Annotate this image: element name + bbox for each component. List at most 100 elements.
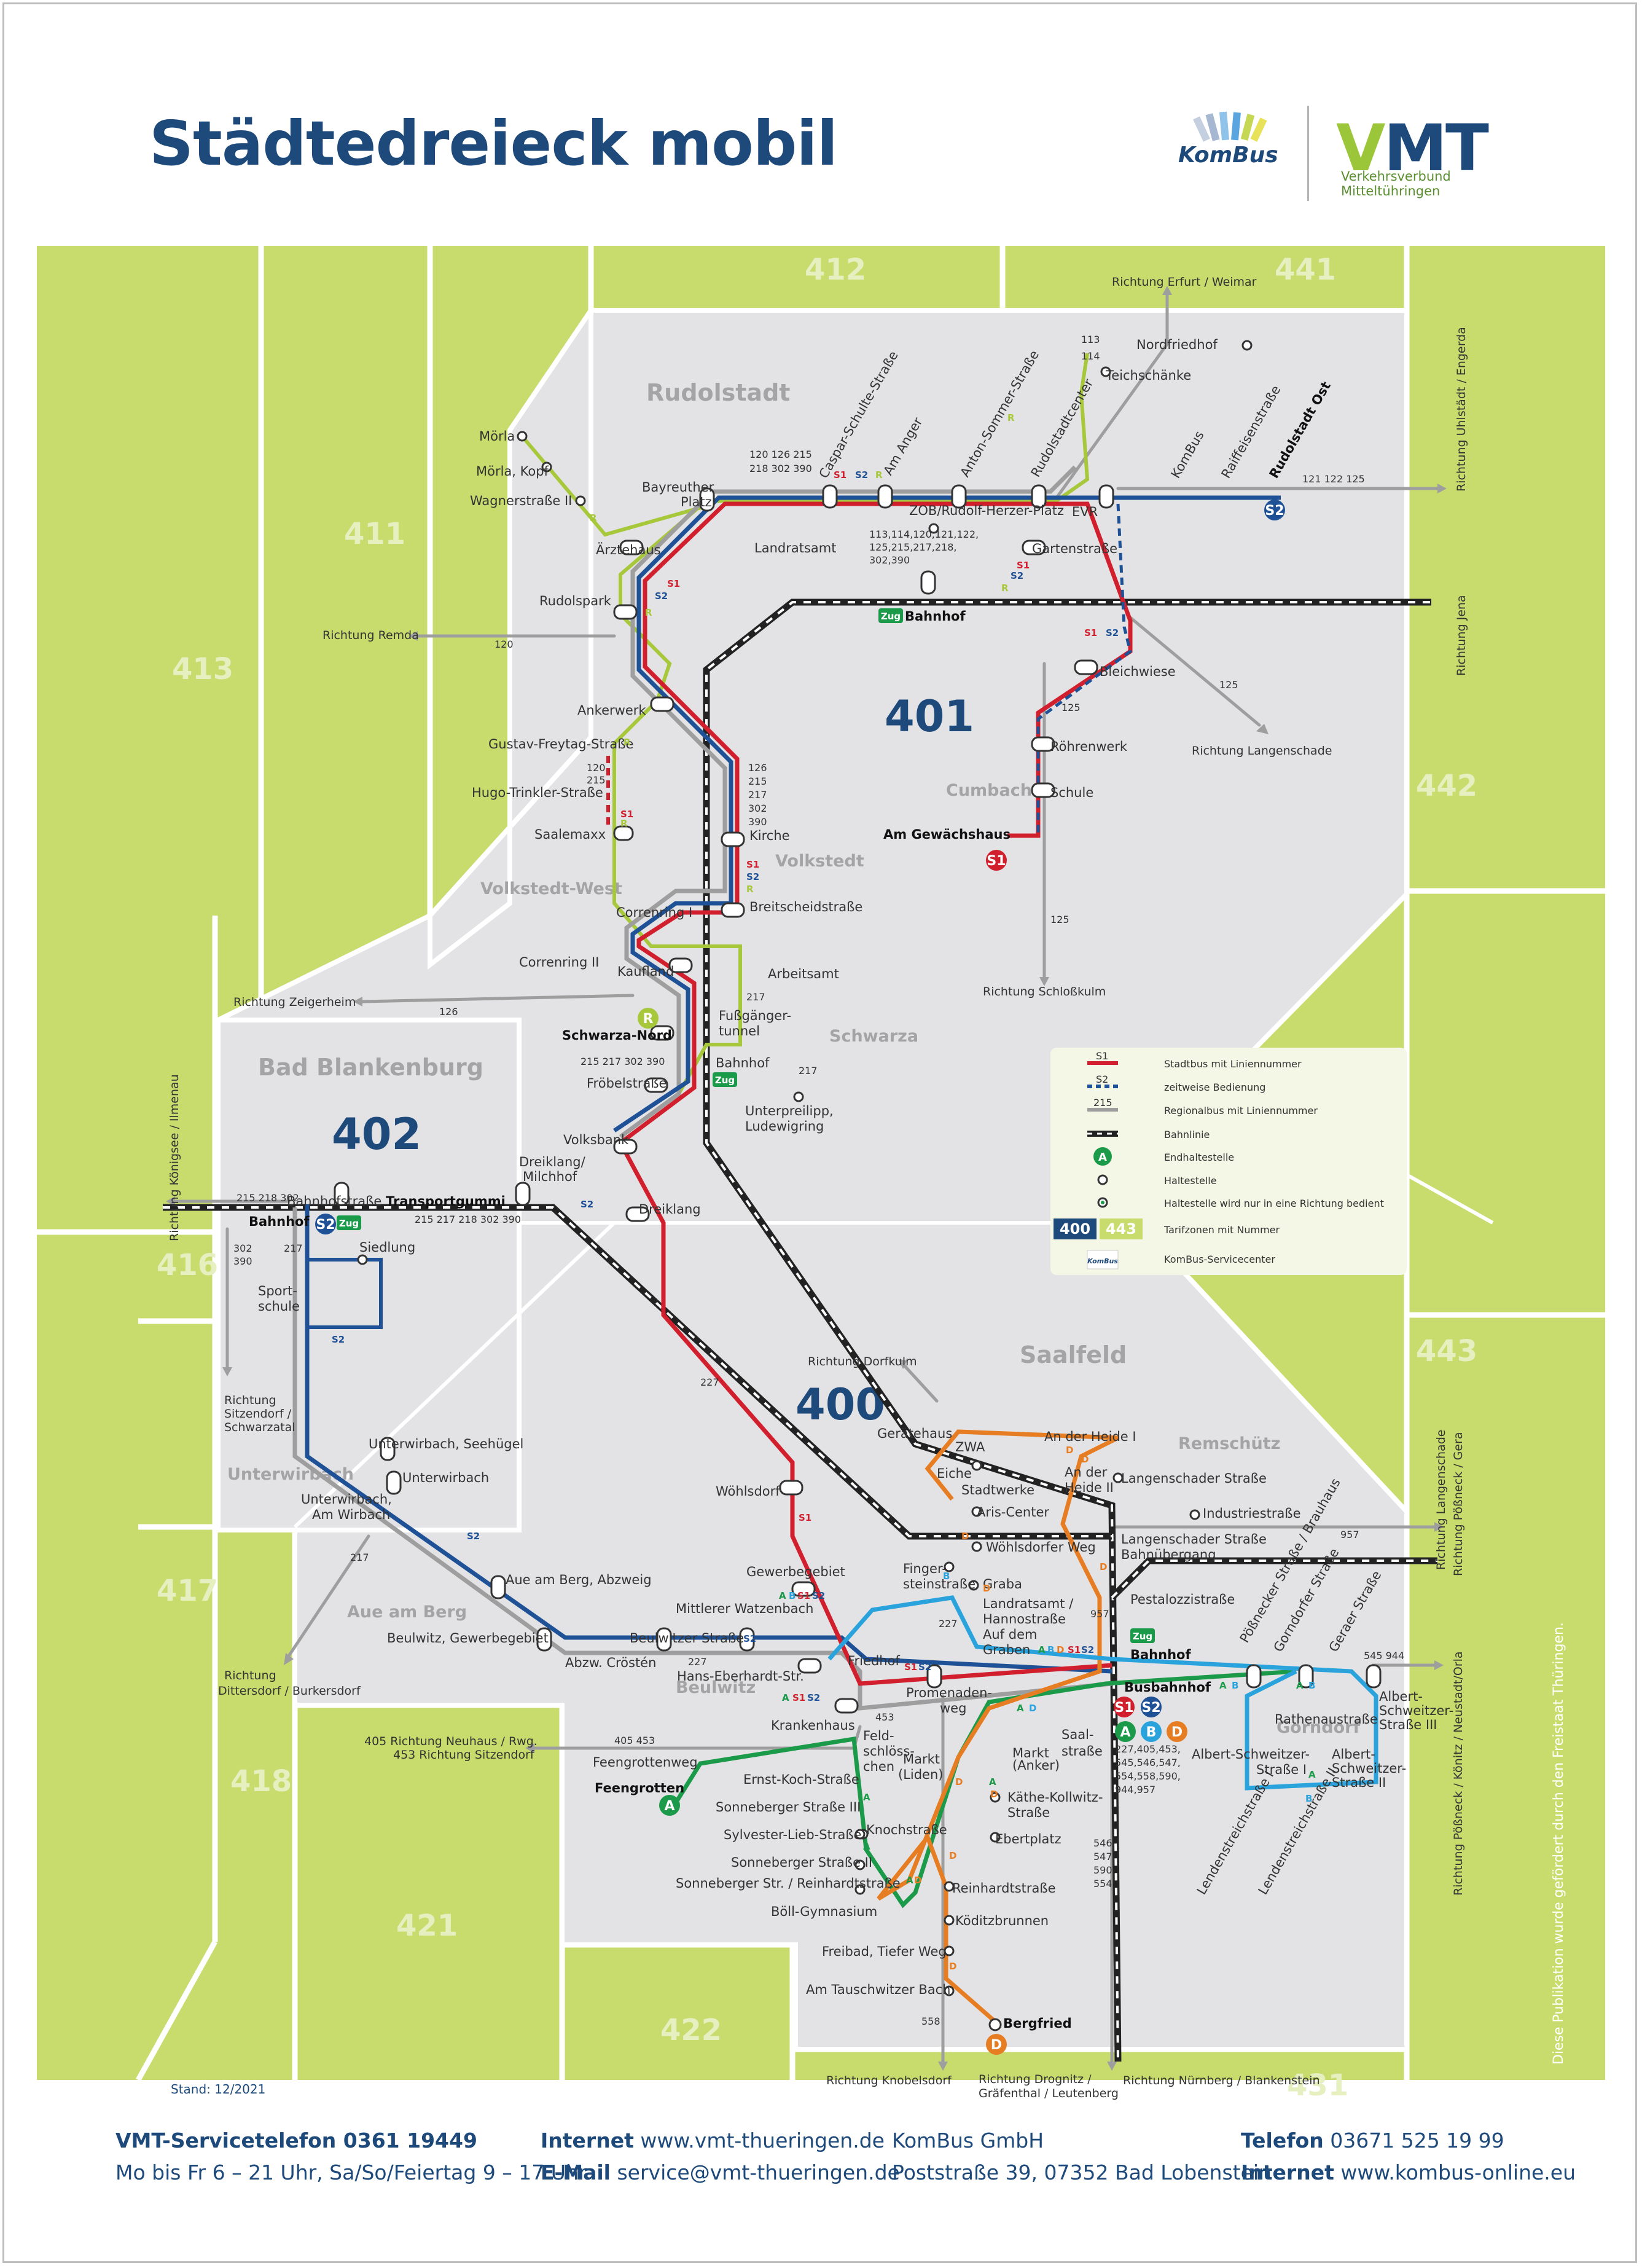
stop-gewerbegebiet: Gewerbegebiet xyxy=(746,1564,845,1579)
stop-unterwirbach-seeh: Unterwirbach, Seehügel xyxy=(369,1437,523,1451)
funding-note: Diese Publikation wurde gefördert durch … xyxy=(1551,1622,1566,2065)
dir-schlosskulm: Richtung Schloßkulm xyxy=(983,985,1106,999)
stop-albert1-1: Albert-Schweitzer- xyxy=(1192,1747,1310,1762)
stop-eiche: Eiche xyxy=(937,1466,972,1481)
svg-text:215: 215 xyxy=(587,774,606,786)
area-gorndorf: Gorndorf xyxy=(1276,1718,1360,1737)
stop-rudolspark: Rudolspark xyxy=(539,594,612,608)
svg-text:S2: S2 xyxy=(332,1334,345,1345)
svg-text:A: A xyxy=(779,1590,786,1601)
stop-roehrenwerk: Röhrenwerk xyxy=(1050,739,1128,754)
stop-an-der-heide1: An der Heide I xyxy=(1044,1429,1136,1444)
vmt-email-link[interactable]: service@vmt-thueringen.de xyxy=(617,2160,900,2184)
svg-text:590: 590 xyxy=(1093,1864,1112,1876)
stop-unterpreilipp-1: Unterpreilipp, xyxy=(745,1104,834,1118)
area-volkstedt-west: Volkstedt-West xyxy=(480,879,622,898)
svg-text:A: A xyxy=(1038,1644,1046,1655)
stop-landratsamt-sa-3: Auf dem xyxy=(983,1627,1037,1642)
stop-kaufland: Kaufland xyxy=(617,964,674,979)
dir-nuernberg: Richtung Nürnberg / Blankenstein xyxy=(1123,2074,1320,2087)
zone-413: 413 xyxy=(172,652,233,686)
direction-labels: Richtung Erfurt / Weimar Richtung Remda … xyxy=(168,275,1468,2100)
svg-text:558: 558 xyxy=(921,2015,940,2027)
area-labels: Rudolstadt Bad Blankenburg Saalfeld Volk… xyxy=(227,379,1360,1737)
stop-schule: Schule xyxy=(1050,785,1093,800)
stop-markers xyxy=(357,340,1253,2031)
legend-servicecenter: KomBus-Servicecenter xyxy=(1164,1254,1275,1265)
svg-text:227,405,453,: 227,405,453, xyxy=(1115,1743,1181,1755)
route-numbers: 120 126 215 218 302 390 113,114,120,121,… xyxy=(233,334,1404,2027)
svg-text:D: D xyxy=(1171,1725,1183,1740)
stop-ernst: Ernst-Koch-Straße xyxy=(743,1772,859,1787)
stop-fussgaenger-1: Fußgänger- xyxy=(719,1008,791,1023)
stop-langenschader: Langenschader Straße xyxy=(1121,1471,1267,1486)
svg-text:Zug: Zug xyxy=(1133,1631,1152,1642)
zone-411: 411 xyxy=(344,517,405,551)
svg-text:S2: S2 xyxy=(918,1662,931,1673)
svg-text:S2: S2 xyxy=(1011,570,1023,581)
stop-gartenstr: Gartenstraße xyxy=(1032,541,1117,556)
svg-text:R: R xyxy=(645,607,652,618)
stop-aerztehaus: Ärztehaus xyxy=(596,542,661,557)
svg-text:S1: S1 xyxy=(1096,1050,1108,1062)
svg-text:405 453: 405 453 xyxy=(614,1735,655,1746)
stop-abzw-croesten: Abzw. Cröstén xyxy=(565,1655,656,1670)
dir-langenschade-2: Richtung Langenschade xyxy=(1434,1430,1448,1570)
stop-promenaden-2: weg xyxy=(940,1701,966,1716)
logo-divider xyxy=(1307,106,1309,201)
svg-text:S1: S1 xyxy=(1114,1700,1133,1716)
svg-text:126: 126 xyxy=(439,1006,458,1018)
stop-transportgummi: Transportgummi xyxy=(386,1194,506,1209)
line-d xyxy=(877,1429,1119,2023)
stop-kirche: Kirche xyxy=(749,828,790,843)
stop-bahnhofstr-bb: Bahnhofstraße xyxy=(287,1194,381,1209)
stop-freibad: Freibad, Tiefer Weg xyxy=(822,1944,947,1959)
legend-endhalt: Endhaltestelle xyxy=(1164,1152,1234,1163)
stop-ankerwerk: Ankerwerk xyxy=(577,703,646,718)
dir-knobelsdorf: Richtung Knobelsdorf xyxy=(826,2074,952,2087)
stop-teichschaenke: Teichschänke xyxy=(1105,368,1191,383)
svg-text:120: 120 xyxy=(587,762,606,774)
zone-412: 412 xyxy=(805,253,866,287)
kombus-url-link[interactable]: www.kombus-online.eu xyxy=(1340,2160,1576,2184)
kombus-swoosh-icon xyxy=(1193,111,1267,142)
svg-text:S2: S2 xyxy=(855,469,868,481)
svg-text:S1: S1 xyxy=(667,578,680,589)
svg-text:A: A xyxy=(1120,1725,1130,1740)
stop-nordfriedhof: Nordfriedhof xyxy=(1136,337,1218,352)
svg-text:554: 554 xyxy=(1093,1878,1112,1889)
svg-text:S1: S1 xyxy=(904,1662,917,1673)
svg-text:113: 113 xyxy=(1081,334,1100,345)
stop-woehlsdorf: Wöhlsdorf xyxy=(716,1484,780,1499)
vmt-url-link[interactable]: www.vmt-thueringen.de xyxy=(640,2129,885,2152)
stop-albert3-1: Albert- xyxy=(1379,1689,1423,1704)
svg-text:Zug: Zug xyxy=(339,1218,359,1229)
stop-unterpreilipp-2: Ludewigring xyxy=(745,1119,824,1134)
svg-text:A: A xyxy=(1219,1680,1227,1691)
area-schwarza: Schwarza xyxy=(829,1027,918,1046)
svg-text:218 302 390: 218 302 390 xyxy=(749,463,812,474)
svg-text:KomBus: KomBus xyxy=(1087,1257,1118,1265)
svg-text:D: D xyxy=(955,1776,963,1787)
stop-promenaden-1: Promenaden- xyxy=(906,1685,992,1700)
svg-text:D: D xyxy=(990,1789,998,1800)
page-title: Städtedreieck mobil xyxy=(149,108,838,179)
svg-text:400: 400 xyxy=(1060,1220,1090,1238)
dir-langenschade: Richtung Langenschade xyxy=(1192,744,1332,758)
svg-text:215 217 218 302 390: 215 217 218 302 390 xyxy=(415,1214,521,1225)
svg-text:R: R xyxy=(1001,583,1009,594)
stop-albert3-3: Straße III xyxy=(1379,1717,1437,1732)
zone-418: 418 xyxy=(230,1764,292,1799)
svg-text:453: 453 xyxy=(875,1711,894,1723)
stop-markt-liden-1: Markt xyxy=(903,1752,940,1767)
stop-unterwirbach: Unterwirbach xyxy=(402,1470,489,1485)
svg-text:227: 227 xyxy=(700,1376,719,1388)
svg-text:R: R xyxy=(620,818,628,829)
stop-correnring2: Correnring II xyxy=(519,955,599,970)
svg-text:B: B xyxy=(943,1571,950,1582)
kombus-phone[interactable]: 03671 525 19 99 xyxy=(1330,2129,1504,2152)
stop-feld-1: Feld- xyxy=(863,1728,894,1743)
stop-bleichwiese: Bleichwiese xyxy=(1100,664,1176,679)
stop-dreiklang-milch-2: Milchhof xyxy=(523,1169,577,1184)
svg-text:217: 217 xyxy=(284,1242,303,1254)
